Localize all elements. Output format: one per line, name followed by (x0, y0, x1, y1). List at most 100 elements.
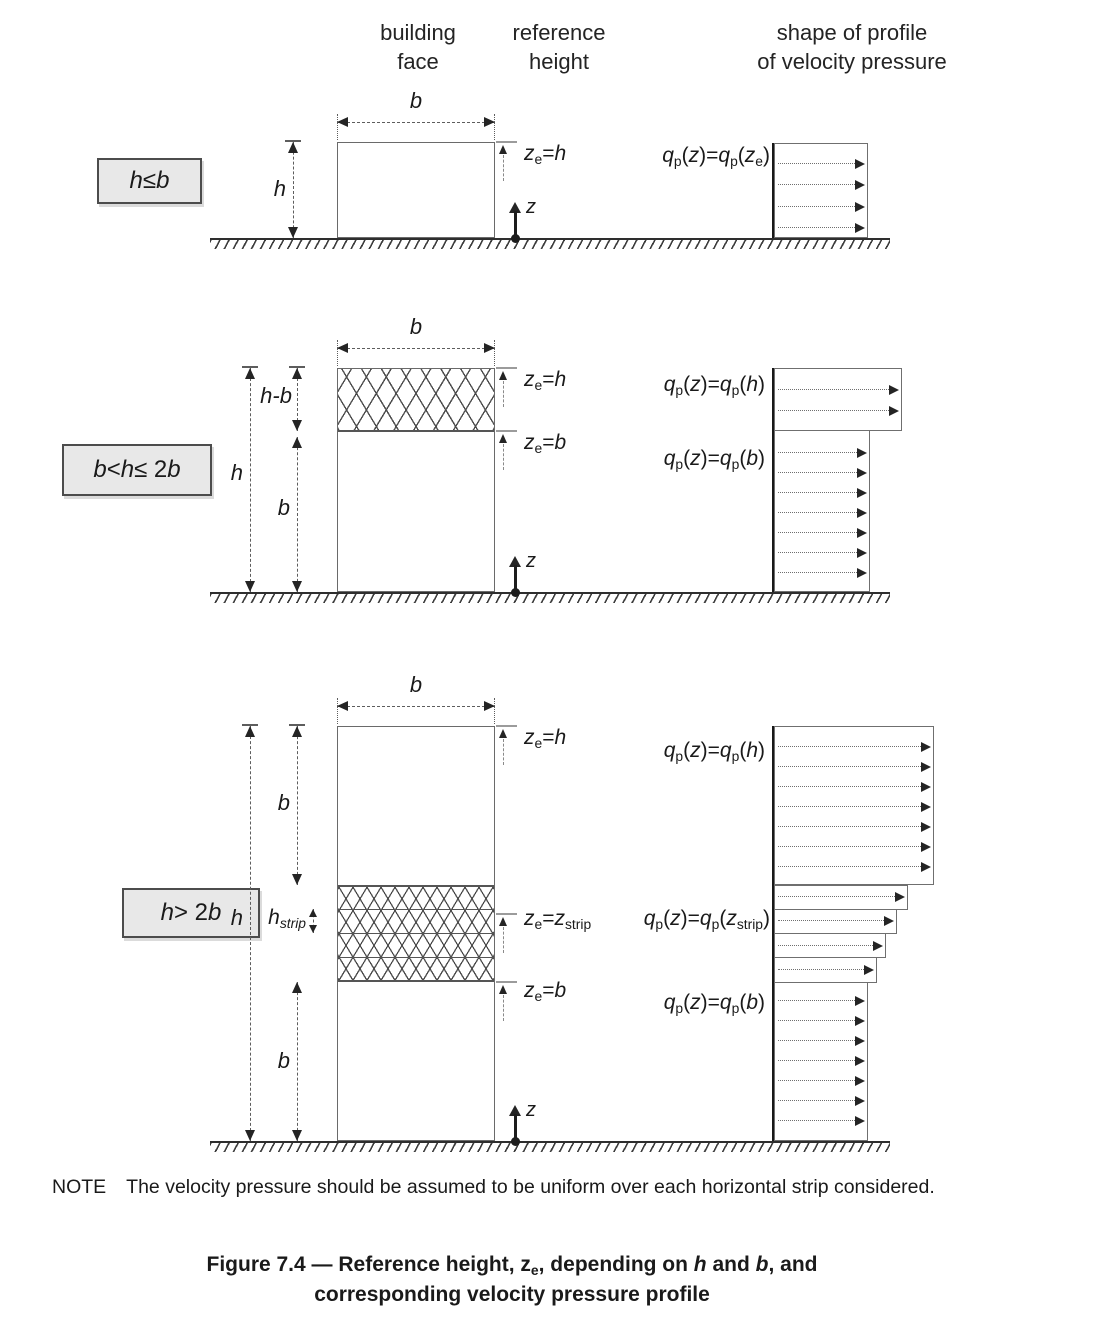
arrowhead-up (509, 1105, 521, 1116)
arrow-shaft (778, 1120, 855, 1121)
dim-label-h-minus-b: h-b (240, 383, 292, 409)
dim-label-h: h (273, 176, 286, 201)
pressure-profile-strip2-row3 (774, 909, 897, 934)
formula-qp-b-row3: qp(z)=qp(b) (590, 990, 765, 1016)
formula-segment: )= (700, 373, 720, 396)
arrowhead-up (287, 142, 298, 153)
formula-segment: ) (758, 373, 765, 396)
formula-segment: b (554, 979, 567, 1002)
arrow-shaft (778, 206, 855, 207)
arrowhead-up (291, 982, 302, 993)
formula-subscript: p (675, 455, 684, 472)
profile-left-edge-row3 (772, 726, 775, 1141)
arrow-head (921, 821, 931, 832)
formula-segment: )= (699, 144, 719, 167)
formula-subscript: p (731, 747, 740, 764)
formula-segment: z (670, 907, 681, 930)
formula-segment: < (106, 456, 121, 483)
arrow-head (857, 567, 867, 578)
formula-segment: z (524, 142, 535, 165)
arrowhead-up (244, 368, 255, 379)
dim-cap (242, 724, 258, 726)
arrowhead-up (244, 726, 255, 737)
formula-segment: = (542, 368, 555, 391)
level-tick (496, 141, 517, 144)
formula-subscript: e (755, 152, 763, 169)
marker-dash-line (503, 381, 504, 407)
arrow-shaft (778, 945, 873, 946)
z-axis-row2 (509, 556, 521, 597)
arrow-head (855, 1015, 865, 1026)
dim-cap (242, 366, 258, 368)
arrow-head (921, 761, 931, 772)
formula-segment: z (690, 991, 701, 1014)
formula-subscript: e (534, 150, 543, 167)
formula-segment: q (719, 991, 732, 1014)
dim-label-b: b (409, 314, 423, 339)
formula-segment: ( (681, 144, 689, 167)
arrowhead-up (291, 726, 302, 737)
dim-label-h: h (230, 905, 243, 930)
arrow-head (857, 507, 867, 518)
arrowhead-up (291, 368, 302, 379)
strip-divider (338, 909, 494, 910)
arrow-shaft (778, 1060, 855, 1061)
arrow-shaft (778, 826, 921, 827)
arrowhead-left (337, 701, 348, 711)
formula-subscript: p (731, 455, 740, 472)
arrow-shaft (778, 552, 857, 553)
arrow-shaft (778, 452, 857, 453)
formula-qp-h-row3: qp(z)=qp(h) (590, 738, 765, 764)
arrowhead-right (484, 701, 495, 711)
building-row1 (337, 142, 495, 238)
formula-segment: b (167, 456, 181, 483)
arrow-head (864, 964, 874, 975)
arrowhead-down (291, 1130, 302, 1141)
formula-segment: ) (758, 739, 765, 762)
formula-segment: Figure 7.4 — Reference height, (206, 1253, 521, 1276)
arrow-shaft (778, 389, 889, 390)
arrow-head (855, 1115, 865, 1126)
formula-segment: ( (683, 373, 691, 396)
formula-subscript: e (534, 439, 543, 456)
note: NOTE The velocity pressure should be ass… (52, 1176, 1052, 1199)
formula-segment: b (554, 431, 567, 454)
dim-line (250, 726, 251, 1141)
axis-line (513, 211, 517, 238)
formula-segment: = (542, 431, 555, 454)
dim-label-b-lower: b (277, 1048, 290, 1073)
arrow-head (857, 487, 867, 498)
caption-line2: corresponding velocity pressure profile (314, 1283, 710, 1306)
dim-cap (289, 366, 305, 368)
formula-segment: = (542, 726, 555, 749)
formula-segment: b (93, 456, 107, 483)
formula-segment: q (718, 144, 731, 167)
arrow-head (855, 179, 865, 190)
ze-label-b-row3: ze=b (524, 978, 566, 1004)
arrow-head (855, 222, 865, 233)
dim-b-row3 (337, 698, 495, 724)
pressure-profile-strip4-row3 (774, 957, 877, 983)
arrow-head (921, 841, 931, 852)
building-hatched-top-row2 (338, 369, 494, 432)
arrow-head (857, 447, 867, 458)
ground-row3 (210, 1141, 890, 1152)
header-line: height (529, 49, 589, 74)
dim-label-b-side: b (277, 495, 290, 520)
formula-segment: , and (768, 1253, 818, 1276)
note-text: The velocity pressure should be assumed … (126, 1176, 935, 1198)
ze-label-h-row3: ze=h (524, 725, 566, 751)
arrow-head (857, 547, 867, 558)
level-tick (496, 367, 517, 370)
formula-segment: ( (739, 739, 747, 762)
formula-segment: q (719, 373, 732, 396)
formula-subscript: p (673, 152, 682, 169)
arrowhead-down (244, 581, 255, 592)
formula-segment: z (524, 907, 535, 930)
dim-label-h: h (230, 460, 243, 485)
formula-segment: ) (758, 991, 765, 1014)
formula-segment: , depending on (538, 1253, 694, 1276)
formula-segment: ( (683, 991, 691, 1014)
formula-segment: q (719, 739, 732, 762)
arrow-head (921, 781, 931, 792)
